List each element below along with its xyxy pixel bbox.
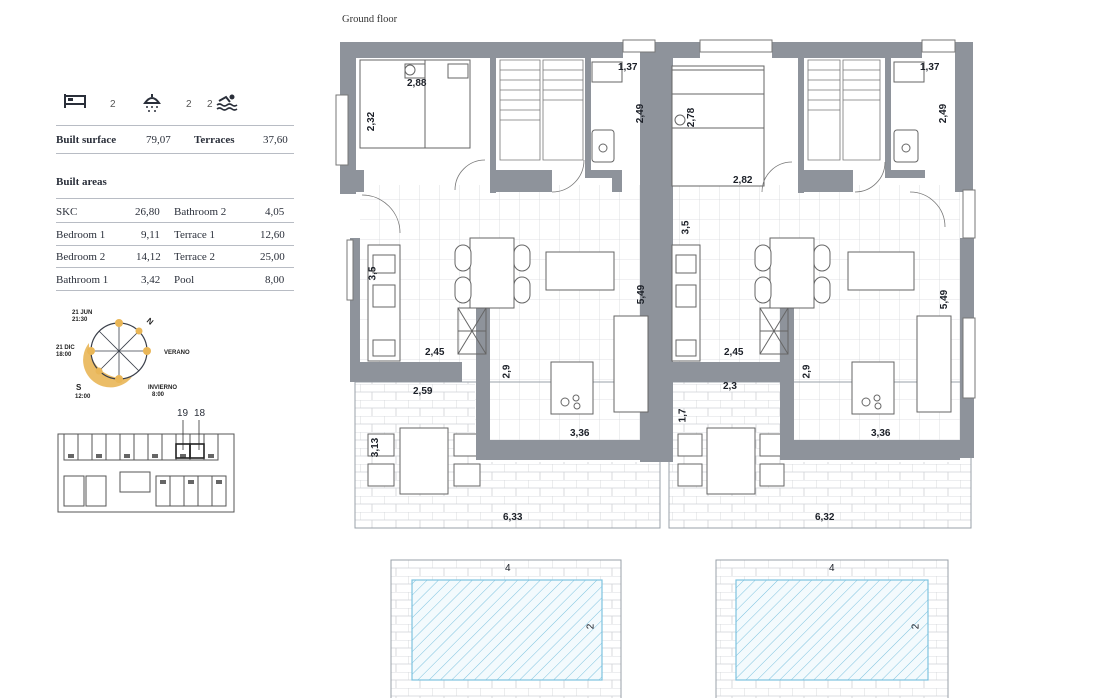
pools-count: 2 [207,99,213,110]
pool-length-label: 2 [585,623,597,630]
area-value: 9,11 [141,229,160,241]
kitchen-counters [367,244,701,362]
area-value: 25,00 [260,251,285,263]
keyplan-unit-19: 19 [177,408,189,419]
dim-label: 5,49 [636,284,648,305]
built-surface-value: 79,07 [146,134,171,146]
bedrooms-count: 2 [110,99,116,110]
area-value: 26,80 [135,206,160,218]
area-label: Bedroom 1 [56,229,106,241]
sun-label-verano: VERANO [164,350,190,356]
bathroom-fixtures [404,61,925,163]
divider [56,290,294,291]
dim-label: 2,3 [723,381,737,392]
dim-label: 1,37 [618,62,638,73]
terraces-value: 37,60 [263,134,288,146]
dim-label: 3,5 [680,220,692,235]
dim-label: 2,49 [635,103,647,124]
divider [56,125,294,126]
area-value: 4,05 [265,206,285,218]
dim-label: 3,13 [370,437,382,458]
keyplan-unit-18: 18 [194,408,206,419]
dim-label: 2,32 [366,111,378,132]
area-label: Bathroom 2 [174,206,227,218]
pool-right [735,579,929,681]
area-label: Terrace 1 [174,229,216,241]
area-value: 8,00 [265,274,285,286]
sun-path-shape [83,343,132,388]
area-label: Terrace 2 [174,251,216,263]
dim-label: 2,78 [686,107,698,128]
dim-label: 2,49 [938,103,950,124]
dim-label: 1,37 [920,62,940,73]
pool-length-label: 2 [910,623,922,630]
area-label: Bathroom 1 [56,274,109,286]
built-areas-heading-text: Built areas [56,176,107,188]
outdoor-dining-right [677,427,785,495]
divider [56,245,294,246]
divider [56,267,294,268]
area-label: Bedroom 2 [56,251,106,263]
pool-left [411,579,603,681]
south-time: 12:00 [75,394,91,400]
area-label: SKC [56,206,78,218]
built-surface-label: Built surface [56,134,117,146]
door-swings [361,159,946,234]
bathrooms-count: 2 [186,99,192,110]
pool-swimmer-icon [216,94,238,111]
dim-label: 6,32 [815,512,835,523]
beds [359,59,765,187]
summary-icons: 2 2 [62,93,302,117]
dim-label: 2,59 [413,386,433,397]
sun-icons [87,319,151,383]
floor-plan [335,39,976,698]
terraces-label: Terraces [194,134,235,146]
dim-label: 3,36 [871,428,891,439]
dim-label: 6,33 [503,512,523,523]
divider [56,198,294,199]
key-plan [57,420,235,513]
south-label: S [76,383,82,392]
dining-living-furniture [454,237,952,415]
dim-label: 2,9 [801,364,813,379]
dim-label: 3,5 [367,266,379,281]
pool-width-label: 4 [505,563,511,574]
outdoor-dining-left [367,427,481,495]
shower-icon [143,94,161,112]
windows [335,39,976,399]
stairs [499,59,881,161]
dim-label: 3,36 [570,428,590,439]
dim-label: 1,7 [677,408,689,423]
dim-label: 2,45 [724,347,744,358]
dim-label: 2,9 [501,364,513,379]
pool-width-label: 4 [829,563,835,574]
area-value: 12,60 [260,229,285,241]
dim-label: 5,49 [939,289,951,310]
dim-label: 2,82 [733,175,753,186]
page-title: Ground floor [342,14,398,25]
bed-icon [64,94,86,108]
sun-orientation-diagram [83,319,151,388]
dim-label: 2,88 [407,78,427,89]
area-value: 3,42 [141,274,161,286]
area-value: 14,12 [136,251,161,263]
divider [56,153,294,154]
walls [340,42,974,462]
dim-label: 2,45 [425,347,445,358]
divider [56,222,294,223]
area-label: Pool [174,274,195,286]
